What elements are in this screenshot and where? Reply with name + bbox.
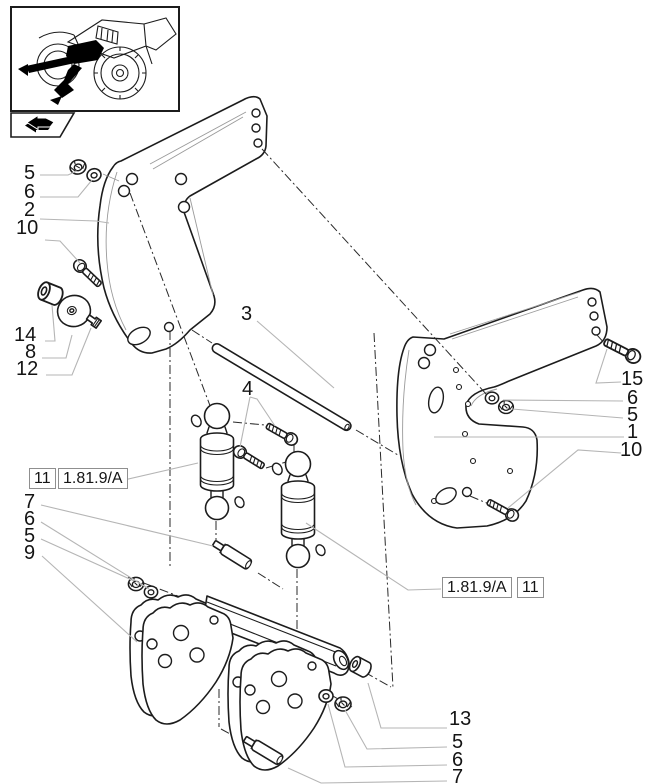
callout-7-lower-right: 7 bbox=[452, 766, 464, 784]
callout-14: 14 bbox=[14, 324, 37, 346]
callout-7-left: 7 bbox=[24, 491, 36, 513]
nut-5-right bbox=[497, 399, 515, 415]
lower-crossmember-assembly bbox=[129, 594, 350, 771]
callout-5-lower-left: 5 bbox=[24, 525, 36, 547]
leader-lines bbox=[39, 170, 624, 784]
bolt-4-lower bbox=[230, 442, 268, 473]
pin-7-upper bbox=[210, 537, 254, 571]
disc-8 bbox=[56, 294, 92, 328]
tractor-thumbnail[interactable] bbox=[10, 6, 180, 112]
callout-5-lower-right: 5 bbox=[452, 731, 464, 753]
callout-6: 6 bbox=[24, 181, 36, 203]
tractor-front-hitch-thumbnail-icon bbox=[18, 17, 177, 105]
callout-10-right: 10 bbox=[620, 439, 643, 461]
left-plate-front bbox=[141, 602, 234, 725]
washer-6-top-left bbox=[84, 166, 104, 184]
callout-9: 9 bbox=[24, 542, 36, 564]
cross-rod bbox=[211, 343, 352, 432]
callout-5: 5 bbox=[24, 162, 36, 184]
left-support-bracket bbox=[96, 95, 268, 354]
tractor-line-art bbox=[36, 17, 177, 100]
nut-5-bottom-right bbox=[334, 696, 352, 712]
callout-6-lower-right: 6 bbox=[452, 749, 464, 771]
part-number-box-right[interactable]: 11 bbox=[517, 577, 544, 598]
callout-2: 2 bbox=[24, 199, 36, 221]
washer-6-bottom-right bbox=[318, 688, 334, 704]
back-arrow-icon bbox=[25, 114, 55, 133]
callout-12: 12 bbox=[16, 358, 39, 380]
callout-3: 3 bbox=[241, 303, 253, 325]
callout-5-right: 5 bbox=[627, 404, 639, 426]
callout-15: 15 bbox=[621, 368, 644, 390]
bolt-4-upper bbox=[263, 419, 301, 449]
right-plate-front bbox=[239, 648, 332, 771]
callout-6-lower-left: 6 bbox=[24, 508, 36, 530]
section-ref-box-right[interactable]: 1.81.9/A bbox=[442, 577, 512, 598]
callout-1: 1 bbox=[627, 421, 639, 443]
hydraulic-cylinder-right bbox=[269, 450, 328, 569]
back-arrow-marker[interactable] bbox=[10, 112, 76, 139]
right-support-bracket bbox=[396, 287, 608, 529]
plug-12 bbox=[85, 314, 103, 329]
callout-6-right: 6 bbox=[627, 387, 639, 409]
bolt-15 bbox=[600, 334, 644, 367]
callout-4: 4 bbox=[242, 378, 254, 400]
hydraulic-cylinder-left bbox=[188, 402, 247, 521]
callout-8: 8 bbox=[25, 341, 37, 363]
front-hitch-highlight bbox=[18, 40, 104, 105]
washer-6-right bbox=[484, 391, 500, 405]
callout-10: 10 bbox=[16, 217, 39, 239]
section-ref-box-left[interactable]: 1.81.9/A bbox=[58, 468, 128, 489]
part-number-box-left[interactable]: 11 bbox=[29, 468, 56, 489]
callout-13: 13 bbox=[449, 708, 472, 730]
